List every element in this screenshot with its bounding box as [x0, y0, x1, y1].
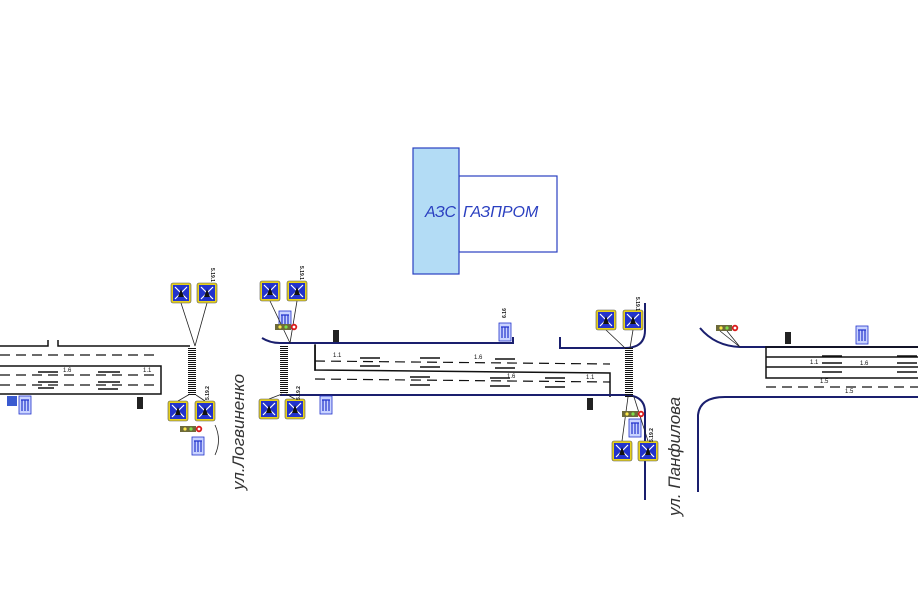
marking-label: 1.6: [507, 374, 516, 380]
sign-code-label: 5.19.1: [209, 268, 215, 282]
info-sign-icon: [498, 322, 512, 342]
marking-label: 1.1: [810, 360, 819, 366]
marking-label: 1.1: [333, 353, 342, 359]
gas-station: АЗС ГАЗПРОМ: [412, 147, 558, 275]
pedestrian-crossing-sign-icon: [595, 309, 617, 331]
marking-label: 1.6: [474, 355, 483, 361]
crosswalk: [625, 348, 633, 397]
left-road-segment: 1.6 1.1: [0, 340, 196, 415]
marking-label: 1.1: [586, 375, 595, 381]
gas-station-label-azs: АЗС: [424, 204, 456, 221]
info-sign-icon: [628, 418, 642, 438]
gas-station-label-gazprom: ГАЗПРОМ: [463, 204, 539, 221]
street-name-logvinenko: ул.Логвиненко: [229, 374, 248, 491]
sign-code-label: 5.19.1: [298, 266, 304, 280]
traffic-light-icon: [716, 324, 739, 332]
middle-road-segment: 1.1 1.6 1.6 1.1: [191, 303, 646, 500]
pedestrian-crossing-sign-icon: [284, 398, 306, 420]
info-sign-icon: [18, 395, 32, 415]
street-name-panfilova: ул. Панфилова: [665, 397, 684, 517]
marking-label: 1.5: [845, 389, 854, 395]
crosswalk: [188, 347, 196, 395]
marking-label: 1.5: [820, 379, 829, 385]
info-sign-icon: [855, 325, 869, 345]
crosswalk: [280, 346, 288, 394]
pedestrian-crossing-sign-icon: [196, 282, 218, 304]
right-road-segment: 1.1 1.6 1.5 1.5: [697, 325, 918, 492]
pedestrian-crossing-sign-icon: [611, 440, 633, 462]
sign-code-label: 6.16: [502, 308, 508, 318]
pedestrian-crossing-sign-icon: [258, 398, 280, 420]
pedestrian-crossing-sign-icon: [170, 282, 192, 304]
gas-station-building: [458, 175, 558, 253]
pedestrian-crossing-sign-icon: [259, 280, 281, 302]
sign-code-label: 5.19.2: [296, 386, 302, 400]
crossing-signs: 5.19.1 5.19.2 5.19.1 5.19.2 5.19.1 5.19.…: [167, 266, 659, 462]
info-sign-icon: [319, 395, 333, 415]
pedestrian-crossing-sign-icon: [622, 309, 644, 331]
traffic-light-icon: [275, 323, 298, 331]
traffic-light-icon: [180, 425, 203, 433]
pedestrian-crossing-sign-icon: [286, 280, 308, 302]
pedestrian-crossing-sign-icon: [194, 400, 216, 422]
marking-label: 1.1: [143, 368, 152, 374]
sign-code-label: 5.19.2: [649, 428, 655, 442]
gas-station-canopy: [412, 147, 460, 275]
sign-code-label: 5.19.1: [634, 297, 640, 311]
pedestrian-crossing-sign-icon: [167, 400, 189, 422]
marking-label: 1.6: [860, 361, 869, 367]
pedestrian-crossing-sign-icon: [637, 440, 659, 462]
sign-code-label: 5.19.2: [205, 386, 211, 400]
marking-label: 1.6: [63, 368, 72, 374]
traffic-light-icon: [622, 410, 645, 418]
info-sign-icon: [191, 436, 205, 456]
